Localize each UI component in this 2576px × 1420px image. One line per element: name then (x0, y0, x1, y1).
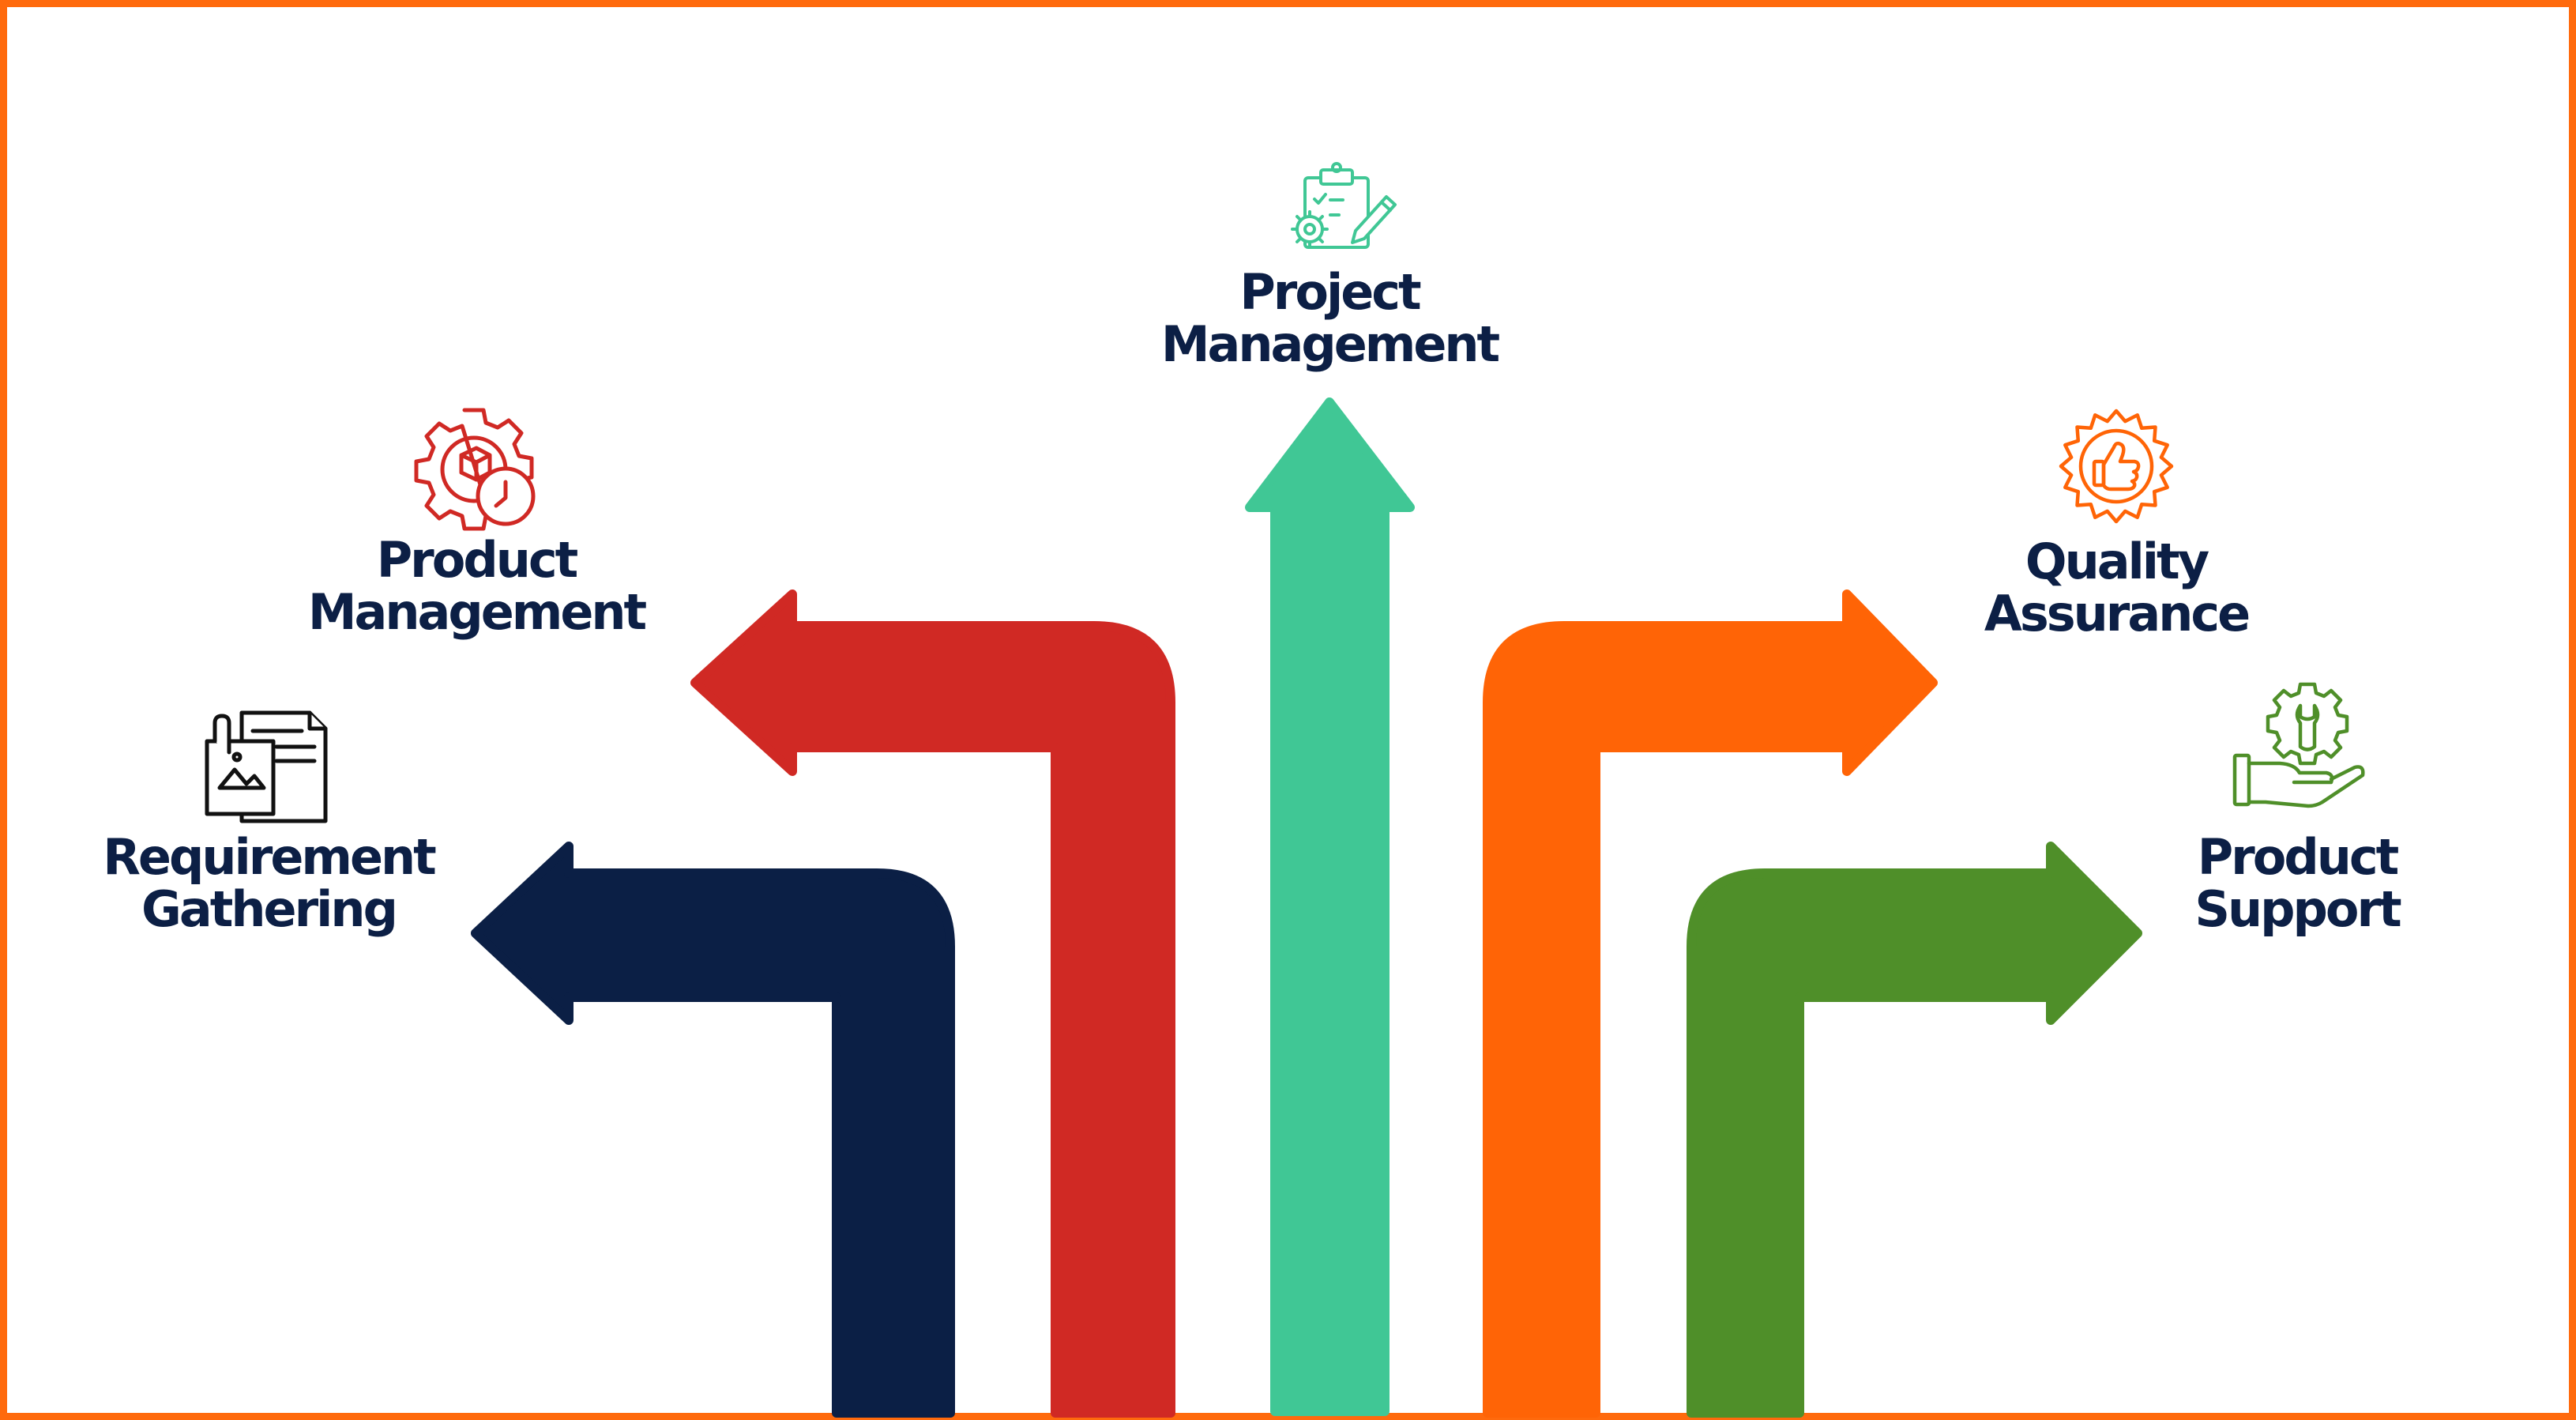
thumbs-up-badge-icon (2059, 409, 2174, 524)
label-line: Management (1160, 315, 1500, 373)
label-line: Product (2197, 828, 2400, 886)
label-line: Gathering (141, 880, 398, 938)
label-project-management: Project Management (1160, 263, 1500, 373)
documents-attachment-icon (205, 710, 328, 823)
arrow-product-support (1687, 842, 2142, 1418)
label-product-support: Product Support (2194, 828, 2401, 938)
label-requirement-gathering: Requirement Gathering (103, 828, 437, 938)
label-line: Assurance (1984, 585, 2251, 642)
gear-box-clock-icon (414, 408, 536, 531)
hand-wrench-gear-icon (2232, 682, 2365, 808)
arrow-project-management (1245, 397, 1415, 1416)
label-line: Support (2194, 880, 2401, 938)
clipboard-pencil-gear-icon (1291, 162, 1397, 249)
label-product-management: Product Management (307, 531, 647, 641)
label-line: Product (376, 531, 579, 589)
arrow-quality-assurance (1483, 589, 1938, 1418)
label-quality-assurance: Quality Assurance (1984, 533, 2251, 642)
label-line: Quality (2025, 533, 2209, 590)
label-line: Management (307, 583, 647, 641)
arrow-product-management (690, 589, 1175, 1418)
arrow-requirement-gathering (471, 842, 955, 1418)
label-line: Project (1239, 263, 1421, 321)
label-line: Requirement (103, 828, 437, 886)
